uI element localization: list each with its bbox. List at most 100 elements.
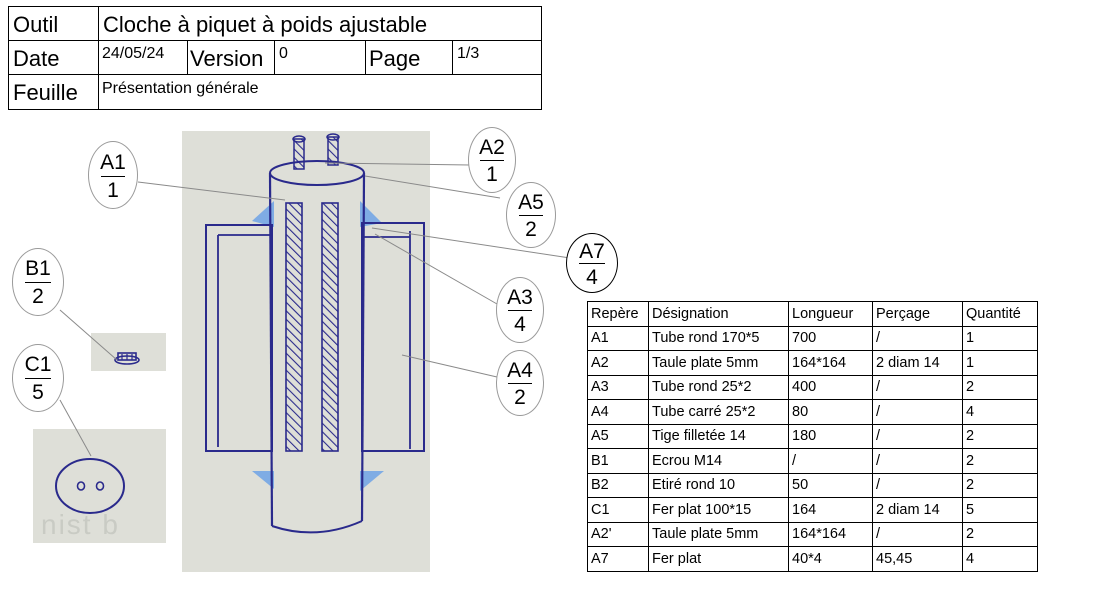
balloon-qty: 2: [514, 386, 526, 409]
plate-sketch-drawing: [55, 458, 125, 514]
table-header-row: Repère Désignation Longueur Perçage Quan…: [587, 301, 1038, 327]
balloon-ref: A2: [479, 136, 505, 159]
cell-repere: A2: [587, 350, 649, 376]
header-quantite: Quantité: [962, 301, 1038, 327]
cell-quantite: 2: [962, 448, 1038, 474]
cell-percage: /: [872, 399, 963, 425]
cell-percage: /: [872, 423, 963, 449]
cell-quantite: 2: [962, 423, 1038, 449]
balloon-ref: C1: [24, 353, 52, 376]
table-row: A2' Taule plate 5mm 164*164 / 2: [587, 521, 1038, 547]
balloon-a3: A3 4: [496, 277, 544, 343]
cell-repere: C1: [587, 497, 649, 523]
cell-quantite: 2: [962, 374, 1038, 400]
cell-quantite: 5: [962, 497, 1038, 523]
cell-quantite: 2: [962, 472, 1038, 498]
cell-longueur: 180: [788, 423, 873, 449]
balloon-a5: A5 2: [506, 182, 556, 248]
balloon-b1: B1 2: [12, 248, 64, 316]
cell-designation: Tube rond 170*5: [648, 325, 789, 351]
header-percage: Perçage: [872, 301, 963, 327]
version-value: 0: [279, 45, 288, 62]
cell-designation: Tube carré 25*2: [648, 399, 789, 425]
cell-designation: Tige filletée 14: [648, 423, 789, 449]
cell-longueur: 700: [788, 325, 873, 351]
cell-percage: 2 diam 14: [872, 497, 963, 523]
cell-designation: Taule plate 5mm: [648, 521, 789, 547]
table-row: A5 Tige filletée 14 180 / 2: [587, 423, 1038, 449]
cell-designation: Etiré rond 10: [648, 472, 789, 498]
cell-percage: /: [872, 448, 963, 474]
cell-percage: /: [872, 325, 963, 351]
version-label: Version: [190, 46, 264, 71]
outil-value: Cloche à piquet à poids ajustable: [103, 12, 428, 37]
table-row: A2 Taule plate 5mm 164*164 2 diam 14 1: [587, 350, 1038, 376]
balloon-qty: 4: [586, 266, 598, 289]
balloon-qty: 2: [525, 218, 537, 241]
balloon-ref: A1: [100, 151, 126, 174]
cell-longueur: 164*164: [788, 521, 873, 547]
table-row: B2 Etiré rond 10 50 / 2: [587, 472, 1038, 498]
balloon-qty: 2: [32, 285, 44, 308]
cell-quantite: 1: [962, 350, 1038, 376]
date-value: 24/05/24: [102, 45, 165, 62]
balloon-qty: 1: [107, 179, 119, 202]
cell-designation: Fer plat: [648, 546, 789, 572]
cell-designation: Fer plat 100*15: [648, 497, 789, 523]
balloon-a1: A1 1: [88, 141, 138, 209]
cell-percage: /: [872, 374, 963, 400]
balloon-qty: 1: [486, 163, 498, 186]
feuille-value: Présentation générale: [102, 80, 259, 97]
cell-percage: /: [872, 521, 963, 547]
plate-photo: nist b: [33, 429, 166, 543]
cell-percage: 45,45: [872, 546, 963, 572]
header-designation: Désignation: [648, 301, 789, 327]
cell-repere: A2': [587, 521, 649, 547]
balloon-ref: A5: [518, 191, 544, 214]
faint-background-text: nist b: [41, 509, 120, 540]
page-value: 1/3: [457, 45, 480, 62]
cell-longueur: 400: [788, 374, 873, 400]
balloon-a7: A7 4: [566, 233, 618, 293]
nut-photo: [91, 333, 166, 371]
table-row: B1 Ecrou M14 / / 2: [587, 448, 1038, 474]
cell-repere: A1: [587, 325, 649, 351]
cell-percage: 2 diam 14: [872, 350, 963, 376]
cell-designation: Ecrou M14: [648, 448, 789, 474]
cell-repere: A7: [587, 546, 649, 572]
cell-repere: B1: [587, 448, 649, 474]
cell-longueur: 164*164: [788, 350, 873, 376]
title-block: Outil Cloche à piquet à poids ajustable …: [8, 6, 542, 110]
cell-quantite: 4: [962, 546, 1038, 572]
header-repere: Repère: [587, 301, 649, 327]
table-row: C1 Fer plat 100*15 164 2 diam 14 5: [587, 497, 1038, 523]
page-label: Page: [369, 46, 421, 71]
bell-sketch-drawing: [205, 133, 425, 534]
balloon-a4: A4 2: [496, 350, 544, 416]
balloon-ref: A4: [507, 359, 533, 382]
cell-quantite: 1: [962, 325, 1038, 351]
table-row: A4 Tube carré 25*2 80 / 4: [587, 399, 1038, 425]
cell-designation: Taule plate 5mm: [648, 350, 789, 376]
header-longueur: Longueur: [788, 301, 873, 327]
cell-longueur: 40*4: [788, 546, 873, 572]
balloon-ref: A7: [579, 240, 605, 263]
outil-label: Outil: [13, 12, 59, 37]
balloon-ref: A3: [507, 286, 533, 309]
cell-quantite: 2: [962, 521, 1038, 547]
cell-longueur: /: [788, 448, 873, 474]
cell-designation: Tube rond 25*2: [648, 374, 789, 400]
balloon-a2: A2 1: [468, 127, 516, 193]
balloon-ref: B1: [25, 257, 51, 280]
cell-repere: A3: [587, 374, 649, 400]
parts-list-table: Repère Désignation Longueur Perçage Quan…: [587, 301, 1038, 572]
cell-repere: B2: [587, 472, 649, 498]
balloon-c1: C1 5: [12, 344, 64, 412]
date-label: Date: [13, 46, 60, 71]
table-row: A3 Tube rond 25*2 400 / 2: [587, 374, 1038, 400]
cell-percage: /: [872, 472, 963, 498]
balloon-qty: 4: [514, 313, 526, 336]
table-row: A1 Tube rond 170*5 700 / 1: [587, 325, 1038, 351]
cell-repere: A5: [587, 423, 649, 449]
